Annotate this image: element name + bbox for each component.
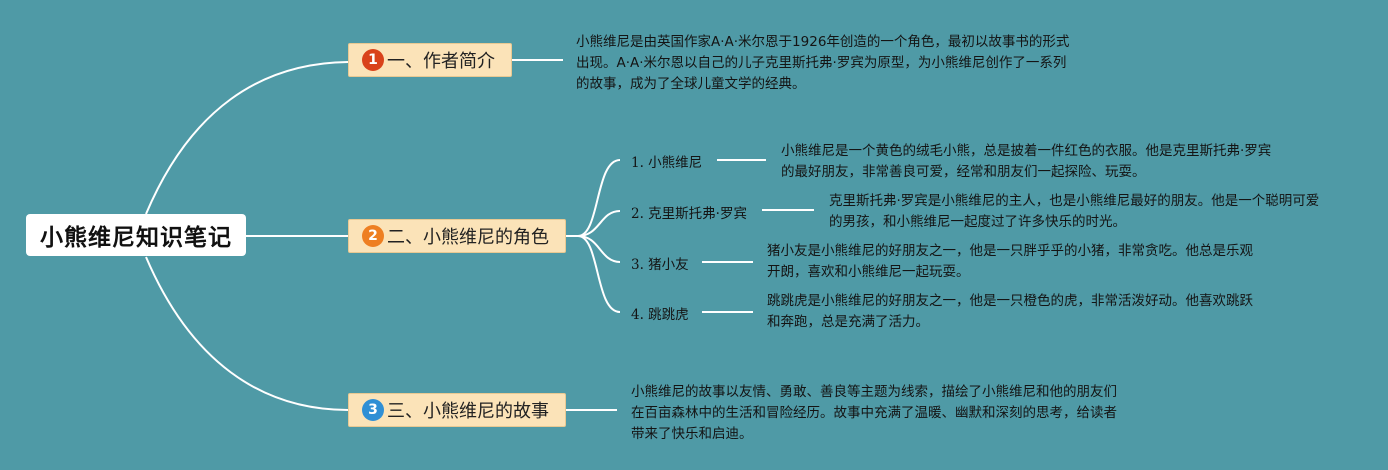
author-intro-note: 小熊维尼是由英国作家A·A·米尔恩于1926年创造的一个角色，最初以故事书的形式… [576,34,1070,92]
branch-stories[interactable]: 3 三、小熊维尼的故事 [348,393,566,427]
stories-note: 小熊维尼的故事以友情、勇敢、善良等主题为线索，描绘了小熊维尼和他的朋友们在百亩森… [631,384,1117,442]
character-note-piglet: 猪小友是小熊维尼的好朋友之一，他是一只胖乎乎的小猪，非常贪吃。他总是乐观开朗，喜… [767,243,1253,280]
branch-label: 一、作者简介 [387,51,495,72]
character-item-tigger[interactable]: 4. 跳跳虎 [631,307,689,323]
root-title[interactable]: 小熊维尼知识笔记 [26,214,246,256]
character-item-piglet[interactable]: 3. 猪小友 [631,257,689,273]
branch-characters[interactable]: 2 二、小熊维尼的角色 [348,219,566,253]
number-badge-1: 1 [362,49,384,71]
character-note-christopher-robin: 克里斯托弗·罗宾是小熊维尼的主人，也是小熊维尼最好的朋友。他是一个聪明可爱的男孩… [829,193,1320,230]
number-badge-3: 3 [362,399,384,421]
character-item-pooh[interactable]: 1. 小熊维尼 [631,155,703,171]
number-badge-2: 2 [362,225,384,247]
character-note-pooh: 小熊维尼是一个黄色的绒毛小熊，总是披着一件红色的衣服。他是克里斯托弗·罗宾的最好… [781,143,1272,180]
branch-label: 三、小熊维尼的故事 [387,401,549,422]
character-item-christopher-robin[interactable]: 2. 克里斯托弗·罗宾 [631,206,747,222]
branch-author-intro[interactable]: 1 一、作者简介 [348,43,512,77]
branch-label: 二、小熊维尼的角色 [387,227,549,248]
character-note-tigger: 跳跳虎是小熊维尼的好朋友之一，他是一只橙色的虎，非常活泼好动。他喜欢跳跃和奔跑，… [767,293,1253,330]
